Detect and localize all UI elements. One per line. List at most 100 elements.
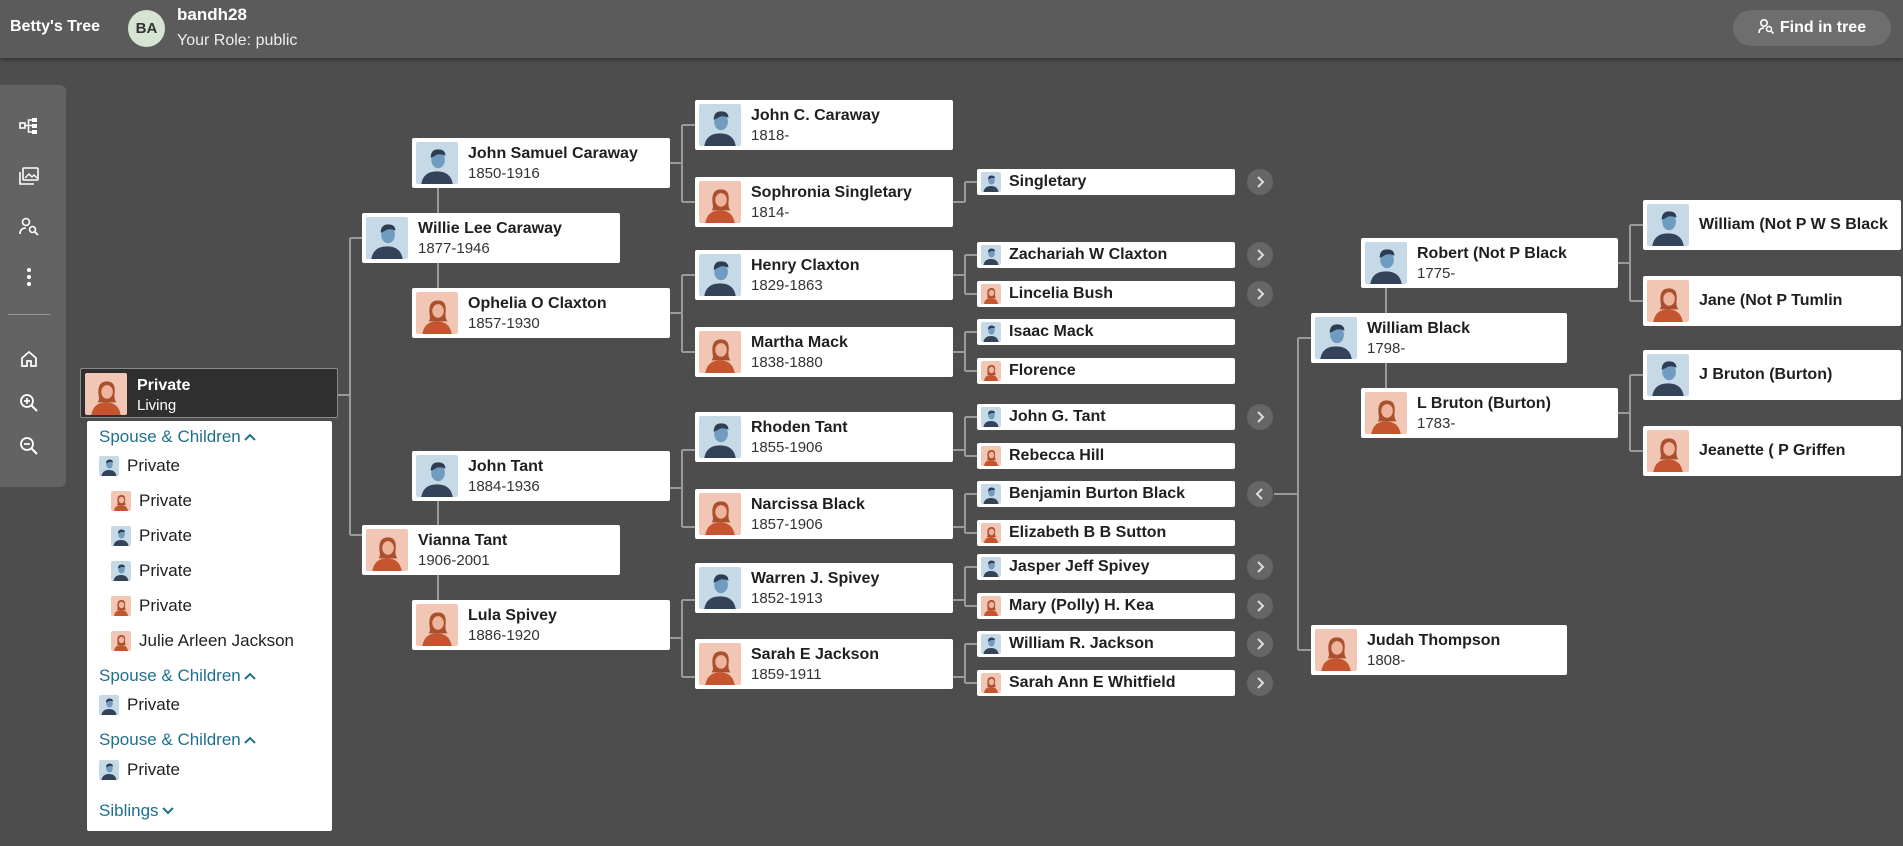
female-avatar-icon: [1315, 629, 1357, 671]
ancestor-card-small[interactable]: John G. Tant: [977, 404, 1235, 430]
female-avatar-icon: [981, 596, 1001, 616]
expand-chevron-right-icon[interactable]: [1247, 554, 1273, 580]
person-name: Private: [137, 377, 191, 394]
home-icon[interactable]: [14, 344, 44, 374]
list-item[interactable]: Private: [111, 491, 192, 511]
ancestor-card-small[interactable]: Singletary: [977, 169, 1235, 195]
person-card[interactable]: William (Not P W S Black: [1643, 200, 1901, 250]
person-name: Ophelia O Claxton: [468, 295, 607, 312]
list-item[interactable]: Private: [99, 695, 180, 715]
chevron-down-icon: [161, 807, 174, 815]
list-item[interactable]: Private: [99, 456, 180, 476]
collapse-chevron-left-icon[interactable]: [1247, 481, 1273, 507]
ancestor-card-small[interactable]: Benjamin Burton Black: [977, 481, 1235, 507]
male-avatar-icon: [416, 142, 458, 184]
female-avatar-icon: [981, 523, 1001, 543]
ancestor-card-small[interactable]: William R. Jackson: [977, 631, 1235, 657]
male-avatar-icon: [699, 567, 741, 609]
expand-chevron-right-icon[interactable]: [1247, 593, 1273, 619]
list-item[interactable]: Private: [111, 561, 192, 581]
male-avatar-icon: [1647, 354, 1689, 396]
person-name: J Bruton (Burton): [1699, 366, 1833, 383]
tree-title[interactable]: Betty's Tree: [10, 18, 101, 35]
person-card[interactable]: Rhoden Tant 1855-1906: [695, 412, 953, 462]
ancestor-card-small[interactable]: Lincelia Bush: [977, 281, 1235, 307]
male-avatar-icon: [99, 695, 119, 715]
person-name: Vianna Tant: [418, 532, 508, 549]
male-avatar-icon: [416, 455, 458, 497]
person-name: Narcissa Black: [751, 496, 865, 513]
female-avatar-icon: [699, 493, 741, 535]
list-item[interactable]: Private: [111, 596, 192, 616]
siblings-toggle[interactable]: Siblings: [99, 801, 174, 821]
focus-person-card[interactable]: Private Living: [80, 368, 338, 418]
female-avatar-icon: [1365, 392, 1407, 434]
person-card[interactable]: Jeanette ( P Griffen: [1643, 426, 1901, 476]
member-name: Julie Arleen Jackson: [139, 631, 294, 650]
user-avatar[interactable]: BA: [128, 10, 165, 47]
spouse-children-toggle[interactable]: Spouse & Children: [99, 666, 256, 686]
ancestor-card-small[interactable]: Isaac Mack: [977, 319, 1235, 345]
expand-chevron-right-icon[interactable]: [1247, 670, 1273, 696]
zoom-in-icon[interactable]: [14, 388, 44, 418]
male-avatar-icon: [981, 634, 1001, 654]
list-item[interactable]: Julie Arleen Jackson: [111, 631, 294, 651]
ancestor-card-small[interactable]: Jasper Jeff Spivey: [977, 554, 1235, 580]
ancestor-card-small[interactable]: Florence: [977, 358, 1235, 384]
ancestor-card-small[interactable]: Elizabeth B B Sutton: [977, 520, 1235, 546]
person-name: Rhoden Tant: [751, 419, 848, 436]
male-avatar-icon: [99, 456, 119, 476]
person-card[interactable]: J Bruton (Burton): [1643, 350, 1901, 400]
expand-chevron-right-icon[interactable]: [1247, 631, 1273, 657]
person-dates: 1855-1906: [751, 439, 823, 456]
person-name: Rebecca Hill: [1009, 447, 1105, 464]
person-name: Robert (Not P Black: [1417, 245, 1567, 262]
expand-chevron-right-icon[interactable]: [1247, 169, 1273, 195]
expand-chevron-right-icon[interactable]: [1247, 281, 1273, 307]
person-search-icon[interactable]: [14, 211, 44, 241]
expand-chevron-right-icon[interactable]: [1247, 404, 1273, 430]
zoom-out-icon[interactable]: [14, 431, 44, 461]
person-name: Zachariah W Claxton: [1009, 246, 1168, 263]
spouse-children-toggle[interactable]: Spouse & Children: [99, 730, 256, 750]
person-name: Elizabeth B B Sutton: [1009, 524, 1167, 541]
person-card[interactable]: L Bruton (Burton)1783-: [1361, 388, 1618, 438]
ancestor-card-small[interactable]: Mary (Polly) H. Kea: [977, 593, 1235, 619]
ancestor-card-small[interactable]: Rebecca Hill: [977, 443, 1235, 469]
list-item[interactable]: Private: [111, 526, 192, 546]
find-in-tree-button[interactable]: Find in tree: [1733, 10, 1891, 46]
person-card[interactable]: Jane (Not P Tumlin: [1643, 276, 1901, 326]
tree-view-icon[interactable]: [14, 111, 44, 141]
gallery-icon[interactable]: [14, 161, 44, 191]
more-vertical-icon[interactable]: [14, 262, 44, 292]
person-name: L Bruton (Burton): [1417, 395, 1551, 412]
person-search-icon: [1758, 18, 1774, 39]
female-avatar-icon: [699, 331, 741, 373]
ancestor-card-small[interactable]: Zachariah W Claxton: [977, 242, 1235, 268]
male-avatar-icon: [981, 322, 1001, 342]
username: bandh28: [177, 5, 247, 24]
ancestor-card-small[interactable]: Sarah Ann E Whitfield: [977, 670, 1235, 696]
list-item[interactable]: Private: [99, 760, 180, 780]
member-name: Private: [139, 526, 192, 545]
member-name: Private: [139, 491, 192, 510]
expand-chevron-right-icon[interactable]: [1247, 242, 1273, 268]
person-name: Judah Thompson: [1367, 632, 1501, 649]
spouse-children-toggle[interactable]: Spouse & Children: [99, 427, 256, 447]
